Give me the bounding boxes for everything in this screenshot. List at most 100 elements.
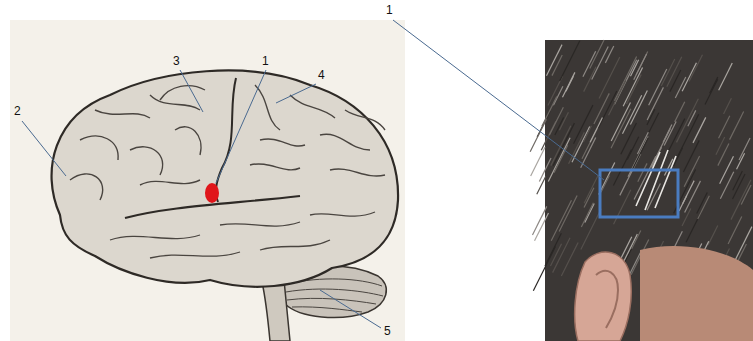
hair-strand — [739, 138, 750, 160]
hair-strand — [622, 95, 641, 133]
hair-strand — [621, 123, 637, 154]
hair-strand — [720, 172, 733, 199]
hair-strand — [637, 132, 648, 154]
hair-strand — [697, 192, 708, 213]
hair-strand — [683, 140, 699, 172]
hair-strand — [581, 138, 596, 168]
hair-strand — [581, 203, 593, 227]
brainstem — [262, 280, 290, 341]
callout-number: 1 — [386, 3, 393, 17]
hair-strand — [551, 126, 571, 166]
hair-strand — [549, 107, 563, 135]
hair-strand — [716, 137, 725, 155]
hair-strand — [733, 227, 752, 265]
hair-strand — [555, 118, 564, 135]
hair-strand — [548, 138, 570, 182]
hair-strand — [551, 200, 571, 241]
hair-strand — [559, 196, 577, 232]
hair-strand — [559, 112, 568, 130]
hair-strand — [638, 163, 647, 181]
hair-strand — [561, 242, 578, 276]
hair-strand — [611, 103, 630, 141]
hair-strand — [682, 63, 696, 92]
callout-number: 5 — [384, 324, 391, 338]
hair-strand — [728, 217, 742, 244]
hair-strand — [533, 247, 555, 291]
hair-strand — [730, 111, 744, 139]
brain-background — [10, 20, 405, 341]
callout-number: 2 — [14, 104, 21, 118]
hair-strand — [537, 176, 546, 194]
hair-strand — [560, 41, 580, 81]
hair-strand — [583, 51, 596, 77]
hair-strand — [552, 55, 562, 76]
hair-strand — [684, 156, 699, 187]
hair-strand — [531, 147, 545, 176]
hair-strand — [585, 203, 594, 222]
hair-strand — [647, 87, 663, 120]
hair-strand — [634, 156, 656, 199]
hair-strand — [710, 77, 718, 93]
hair-strand — [584, 175, 598, 203]
hair-strand — [546, 45, 562, 76]
head-photo — [530, 40, 753, 341]
hair-strand — [661, 59, 675, 86]
hair-strand — [535, 213, 549, 241]
leader-lines — [22, 20, 604, 328]
brain — [52, 71, 399, 287]
hair-strand — [542, 96, 557, 126]
hair-strand — [719, 63, 733, 90]
hair-strand — [562, 72, 574, 97]
hair-strand — [574, 105, 593, 144]
hair-strand — [630, 91, 647, 125]
hair-strand — [666, 119, 685, 156]
hair-strand — [590, 40, 604, 69]
callout-number: 4 — [318, 68, 325, 82]
hair-strand — [553, 238, 570, 273]
hair-strand — [614, 57, 636, 101]
hair-strand — [720, 156, 734, 184]
hair-strand — [627, 137, 638, 160]
callout-number: 1 — [262, 54, 269, 68]
hair-strand — [605, 46, 613, 63]
hair-strand — [530, 119, 546, 152]
hair-strand — [611, 109, 631, 149]
hair-strand — [584, 67, 596, 92]
hair-strand — [670, 70, 681, 92]
callout-number: 3 — [173, 54, 180, 68]
hair-strand — [741, 185, 751, 205]
hair-strand — [675, 102, 685, 122]
hair-strand — [664, 122, 676, 146]
hair-strand — [731, 180, 751, 220]
hair-strand — [719, 116, 730, 138]
hair-strand — [689, 55, 702, 82]
hair-strand — [581, 209, 601, 250]
hair-strand — [630, 60, 638, 76]
hair-strand — [733, 171, 743, 190]
hair-strand — [705, 79, 718, 104]
hair-strand — [613, 149, 631, 185]
hair-strand — [649, 113, 659, 133]
hair-strand — [553, 86, 563, 105]
hair-strand — [682, 208, 691, 226]
hair-strand — [677, 114, 698, 157]
hair-strand — [594, 93, 609, 124]
hair-strand — [614, 190, 631, 224]
hair-strand — [609, 80, 626, 115]
hair-strand — [550, 244, 561, 266]
hair-strand — [688, 110, 696, 126]
hair-strand — [737, 153, 745, 169]
hair-strand — [601, 175, 609, 192]
hair-strand — [590, 118, 602, 143]
hair-strand — [583, 126, 591, 142]
hair-strand — [708, 226, 718, 245]
hair-strand — [633, 137, 649, 168]
highlight-box — [600, 170, 678, 217]
hair-strand — [724, 98, 732, 114]
marker-dot — [205, 183, 219, 203]
hair-strand — [632, 230, 641, 248]
hair-strand — [679, 196, 687, 211]
hair-strand — [572, 127, 590, 163]
